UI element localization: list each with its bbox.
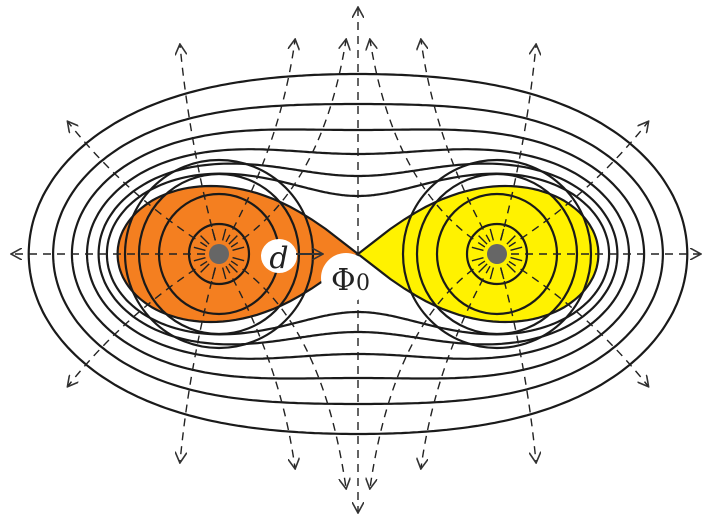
field-line [496, 122, 648, 255]
radial-tick [489, 228, 495, 241]
distance-label-text: d [269, 241, 288, 276]
potential-label-subscript: 0 [356, 271, 370, 296]
radial-tick [478, 263, 488, 273]
left-charge [209, 244, 229, 264]
radial-tick [478, 235, 488, 245]
radial-tick [211, 267, 217, 280]
field-line [218, 40, 346, 255]
radial-tick [193, 256, 206, 262]
radial-tick [506, 235, 516, 245]
field-line [496, 253, 648, 386]
radial-tick [510, 256, 523, 262]
radial-tick [499, 267, 505, 280]
radial-tick [471, 256, 484, 262]
radial-tick [221, 228, 227, 241]
radial-tick [200, 263, 210, 273]
field-line [496, 45, 536, 255]
field-line [421, 253, 498, 468]
field-line [68, 122, 220, 255]
field-line [218, 253, 295, 468]
field-line [421, 40, 498, 255]
potential-label-text: Φ [331, 263, 356, 298]
radial-tick [471, 246, 484, 252]
field-line [218, 253, 346, 488]
equipotential-contour [51, 102, 665, 406]
radial-tick [228, 263, 238, 273]
right-charge [487, 244, 507, 264]
radial-tick [510, 246, 523, 252]
radial-tick [489, 267, 495, 280]
field-line [370, 253, 498, 488]
field-line [180, 45, 220, 255]
field-line [68, 253, 220, 386]
distance-label: d [261, 239, 297, 276]
right-equipotential-circle [415, 172, 579, 336]
equipotential-contour [27, 72, 689, 436]
field-line [370, 40, 498, 255]
equipotential-contour [97, 162, 619, 346]
radial-tick [211, 228, 217, 241]
radial-tick [506, 263, 516, 273]
field-line [180, 253, 220, 462]
potential-label: Φ 0 [321, 253, 371, 303]
right-equipotential-circle [401, 158, 593, 350]
radial-tick [232, 246, 245, 252]
radial-tick [228, 235, 238, 245]
radial-tick [499, 228, 505, 241]
radial-tick [200, 235, 210, 245]
field-line [496, 253, 536, 462]
radial-tick [193, 246, 206, 252]
radial-tick [232, 256, 245, 262]
field-line [218, 40, 295, 255]
radial-tick [221, 267, 227, 280]
